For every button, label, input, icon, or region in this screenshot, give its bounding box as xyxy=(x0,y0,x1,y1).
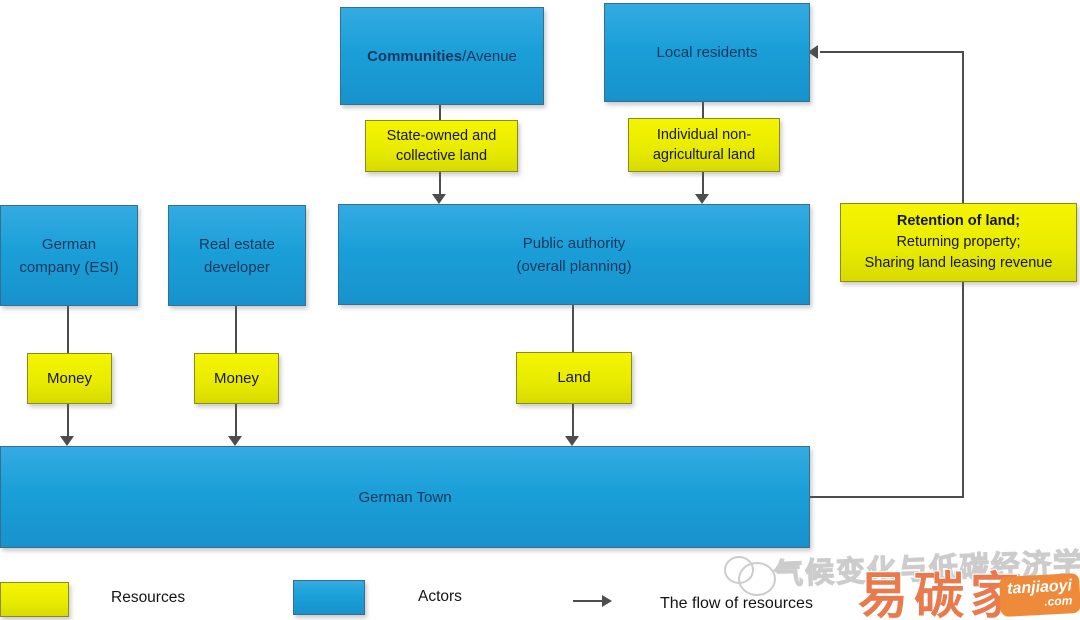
connector-stateland-to-authority xyxy=(439,170,441,195)
chat-bubble-large-icon xyxy=(738,562,776,596)
node-german-company-line2: company (ESI) xyxy=(19,258,119,276)
node-public-authority: Public authority (overall planning) xyxy=(338,204,810,305)
watermark-site-tld: .com xyxy=(1043,593,1073,609)
connector-communities-to-stateland xyxy=(439,103,441,120)
node-public-authority-line2: (overall planning) xyxy=(516,257,632,275)
legend-actor-swatch xyxy=(293,580,365,615)
watermark-brand-text: 易碳家 xyxy=(858,568,1026,620)
node-land: Land xyxy=(516,352,632,404)
watermark-site-badge: tanjiaoyi .com xyxy=(999,572,1080,618)
legend-resources-label: Resources xyxy=(111,589,186,606)
node-money-left: Money xyxy=(27,353,112,404)
legend-resource-swatch xyxy=(0,582,69,617)
node-local-residents: Local residents xyxy=(604,3,810,102)
node-individual-land-line2: agricultural land xyxy=(652,147,756,163)
node-public-authority-line1: Public authority xyxy=(522,234,626,252)
connector-authority-to-land xyxy=(572,303,574,352)
node-german-company: German company (ESI) xyxy=(0,205,138,306)
connector-residents-to-individualland xyxy=(702,100,704,118)
arrowhead-into-town-left-icon xyxy=(60,436,74,446)
legend-actors-label: Actors xyxy=(418,588,462,605)
arrowhead-into-town-mid-icon xyxy=(228,436,242,446)
node-local-residents-label: Local residents xyxy=(656,44,758,61)
connector-land-to-town xyxy=(572,402,574,437)
node-money-mid-label: Money xyxy=(213,369,260,387)
node-communities-label: Communities/Avenue xyxy=(367,47,517,65)
node-real-estate-line2: developer xyxy=(204,258,270,276)
feedback-bottom-segment xyxy=(808,496,964,498)
arrowhead-into-residents-icon xyxy=(808,45,818,59)
node-german-town-label: German Town xyxy=(358,488,452,506)
node-money-left-label: Money xyxy=(46,369,93,387)
node-money-mid: Money xyxy=(194,353,279,404)
connector-developer-to-money xyxy=(235,304,237,353)
node-individual-land: Individual non- agricultural land xyxy=(628,118,780,172)
node-retention-line3: Sharing land leasing revenue xyxy=(864,255,1053,271)
node-real-estate-line1: Real estate xyxy=(199,235,275,253)
node-retention-line1: Retention of land; xyxy=(896,213,1021,229)
node-retention: Retention of land; Returning property; S… xyxy=(840,203,1077,282)
connector-money-to-town-mid xyxy=(235,402,237,437)
feedback-top-segment xyxy=(820,51,964,53)
arrowhead-into-authority-right-icon xyxy=(695,194,709,204)
node-communities: Communities/Avenue xyxy=(340,7,544,105)
node-state-owned-land-line1: State-owned and xyxy=(386,128,497,144)
node-state-owned-land-line2: collective land xyxy=(395,148,488,164)
node-land-label: Land xyxy=(557,369,591,386)
node-individual-land-line1: Individual non- xyxy=(656,127,752,143)
connector-individualland-to-authority xyxy=(702,170,704,195)
node-retention-line2: Returning property; xyxy=(896,234,1021,250)
node-german-company-line1: German xyxy=(41,235,97,253)
arrowhead-into-town-right-icon xyxy=(565,436,579,446)
node-german-town: German Town xyxy=(0,446,810,548)
connector-money-to-town-left xyxy=(67,402,69,437)
connector-company-to-money xyxy=(67,304,69,353)
legend-arrow-icon xyxy=(602,595,612,607)
legend-arrow-line xyxy=(573,600,602,602)
legend-flow-label: The flow of resources xyxy=(660,595,813,612)
arrowhead-into-authority-left-icon xyxy=(432,194,446,204)
node-state-owned-land: State-owned and collective land xyxy=(365,120,518,172)
node-real-estate-developer: Real estate developer xyxy=(168,205,306,306)
